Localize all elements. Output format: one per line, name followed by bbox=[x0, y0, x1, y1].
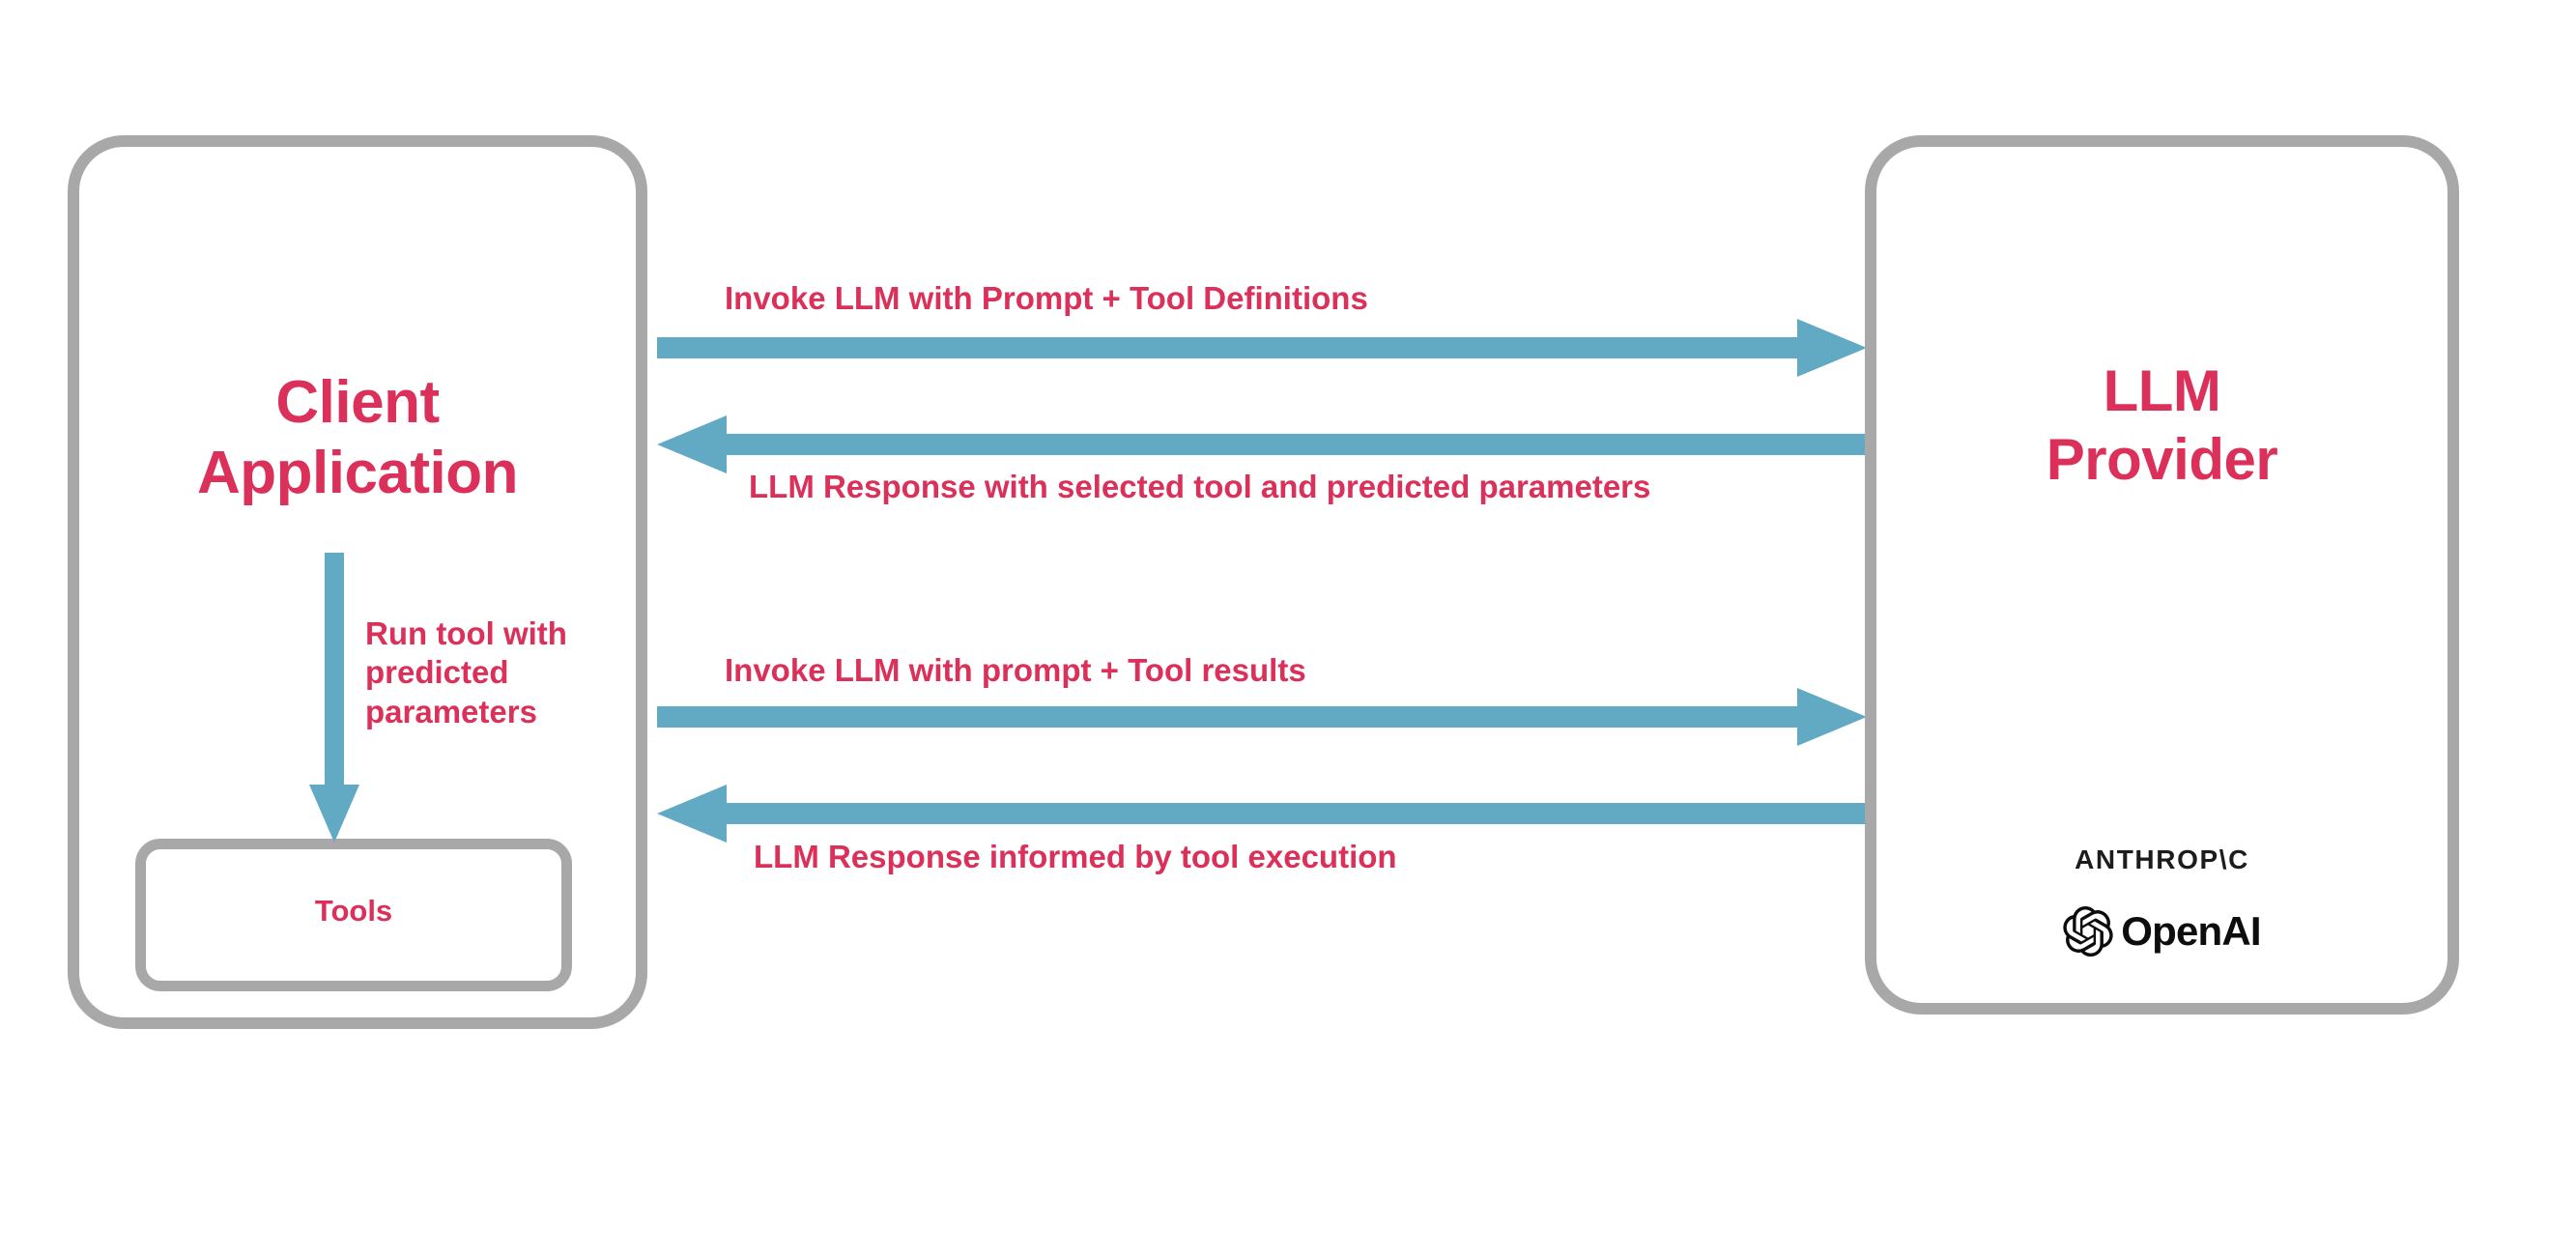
client-application-label: Client Application bbox=[196, 369, 519, 507]
invoke-llm-tool-results-label: Invoke LLM with prompt + Tool results bbox=[725, 652, 1306, 688]
run-tool-arrow-label: Run tool with predicted parameters bbox=[365, 615, 567, 729]
invoke-llm-tool-definitions-label: Invoke LLM with Prompt + Tool Definition… bbox=[725, 280, 1368, 316]
anthropic-logo: ANTHROP\C bbox=[2075, 844, 2249, 874]
invoke-llm-tool-definitions-arrow bbox=[657, 319, 1867, 377]
tools-box[interactable] bbox=[135, 839, 572, 991]
openai-mark-icon bbox=[2063, 906, 2113, 957]
llm-response-informed-arrow bbox=[657, 785, 1867, 843]
llm-response-informed-label: LLM Response informed by tool execution bbox=[754, 839, 1397, 874]
invoke-llm-tool-results-arrow bbox=[657, 688, 1867, 746]
llm-provider-box[interactable] bbox=[1865, 135, 2459, 1015]
tools-label: Tools bbox=[314, 894, 393, 928]
openai-wordmark: OpenAI bbox=[2121, 908, 2261, 954]
llm-response-selected-tool-arrow bbox=[657, 415, 1867, 473]
llm-response-selected-tool-label: LLM Response with selected tool and pred… bbox=[749, 469, 1651, 504]
llm-provider-label: LLM Provider bbox=[2046, 358, 2278, 492]
openai-logo: OpenAI bbox=[1865, 906, 2459, 957]
run-tool-arrow bbox=[309, 553, 359, 843]
